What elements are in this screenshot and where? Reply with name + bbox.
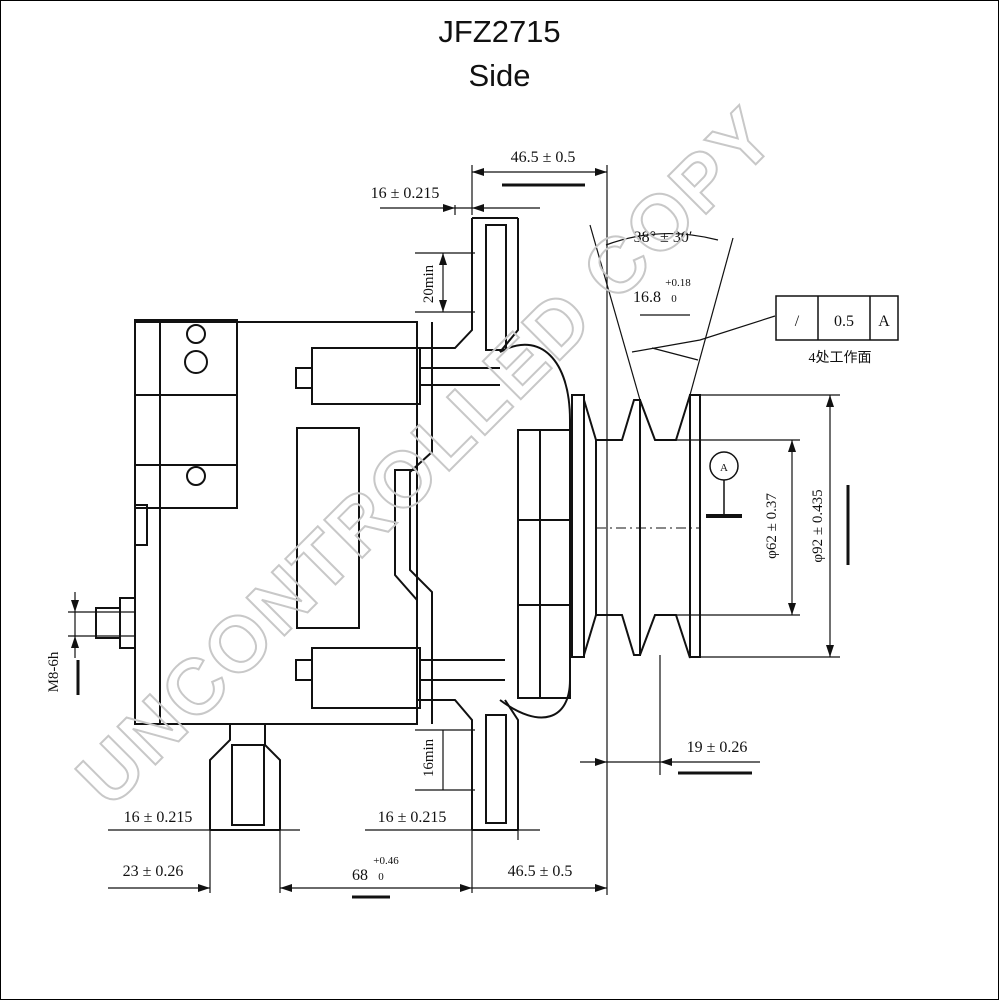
dim-pulley-offset: 19 ± 0.26 bbox=[687, 739, 748, 756]
datum-marker: A bbox=[706, 451, 742, 518]
dim-foot-mid-width: 16 ± 0.215 bbox=[378, 809, 447, 826]
dim-foot-left-width: 16 ± 0.215 bbox=[124, 809, 193, 826]
dim-groove-tol-lower: 0 bbox=[671, 293, 677, 305]
dim-foot-span-tol-upper: +0.46 bbox=[373, 855, 399, 867]
dim-foot-span-tol-lower: 0 bbox=[378, 871, 384, 883]
dim-groove-tol-upper: +0.18 bbox=[665, 277, 691, 289]
dimension-lines bbox=[74, 171, 850, 899]
dim-pulley-outer-diameter: φ92 ± 0.435 bbox=[810, 489, 826, 562]
dim-foot-span: 68 bbox=[352, 867, 368, 884]
tolerance-value: 0.5 bbox=[834, 313, 854, 330]
through-bolt-lower bbox=[311, 647, 421, 709]
tolerance-datum: A bbox=[878, 313, 890, 330]
regulator-bolt bbox=[186, 324, 206, 344]
runout-symbol: / bbox=[795, 313, 800, 330]
pulley bbox=[571, 394, 701, 659]
tolerance-note: 4处工作面 bbox=[809, 350, 872, 366]
housing-window bbox=[296, 427, 360, 629]
dim-pulley-angle: 38° ± 30′ bbox=[634, 229, 693, 246]
through-bolt-upper bbox=[311, 347, 421, 405]
geometric-tolerance-frame: / 0.5 A 4处工作面 bbox=[775, 295, 899, 366]
drawing-title: JFZ2715 bbox=[438, 14, 561, 49]
dim-lower-clearance: 16min bbox=[421, 738, 437, 777]
dimension-arrows bbox=[71, 168, 834, 892]
svg-text:A: A bbox=[720, 462, 728, 474]
alternator-body bbox=[95, 217, 571, 831]
drawing-view-label: Side bbox=[468, 58, 531, 93]
dim-groove-width: 16.8 bbox=[633, 289, 661, 306]
dim-thread: M8-6h bbox=[46, 651, 62, 692]
dim-pulley-inner-diameter: φ62 ± 0.37 bbox=[764, 493, 780, 559]
dim-upper-clearance: 20min bbox=[421, 264, 437, 303]
dim-foot-offset: 23 ± 0.26 bbox=[123, 863, 184, 880]
dim-flange-width: 16 ± 0.215 bbox=[371, 185, 440, 202]
dim-top-width: 46.5 ± 0.5 bbox=[511, 149, 576, 166]
extension-lines bbox=[68, 165, 840, 895]
regulator-block bbox=[134, 319, 238, 509]
dim-bottom-width: 46.5 ± 0.5 bbox=[508, 863, 573, 880]
